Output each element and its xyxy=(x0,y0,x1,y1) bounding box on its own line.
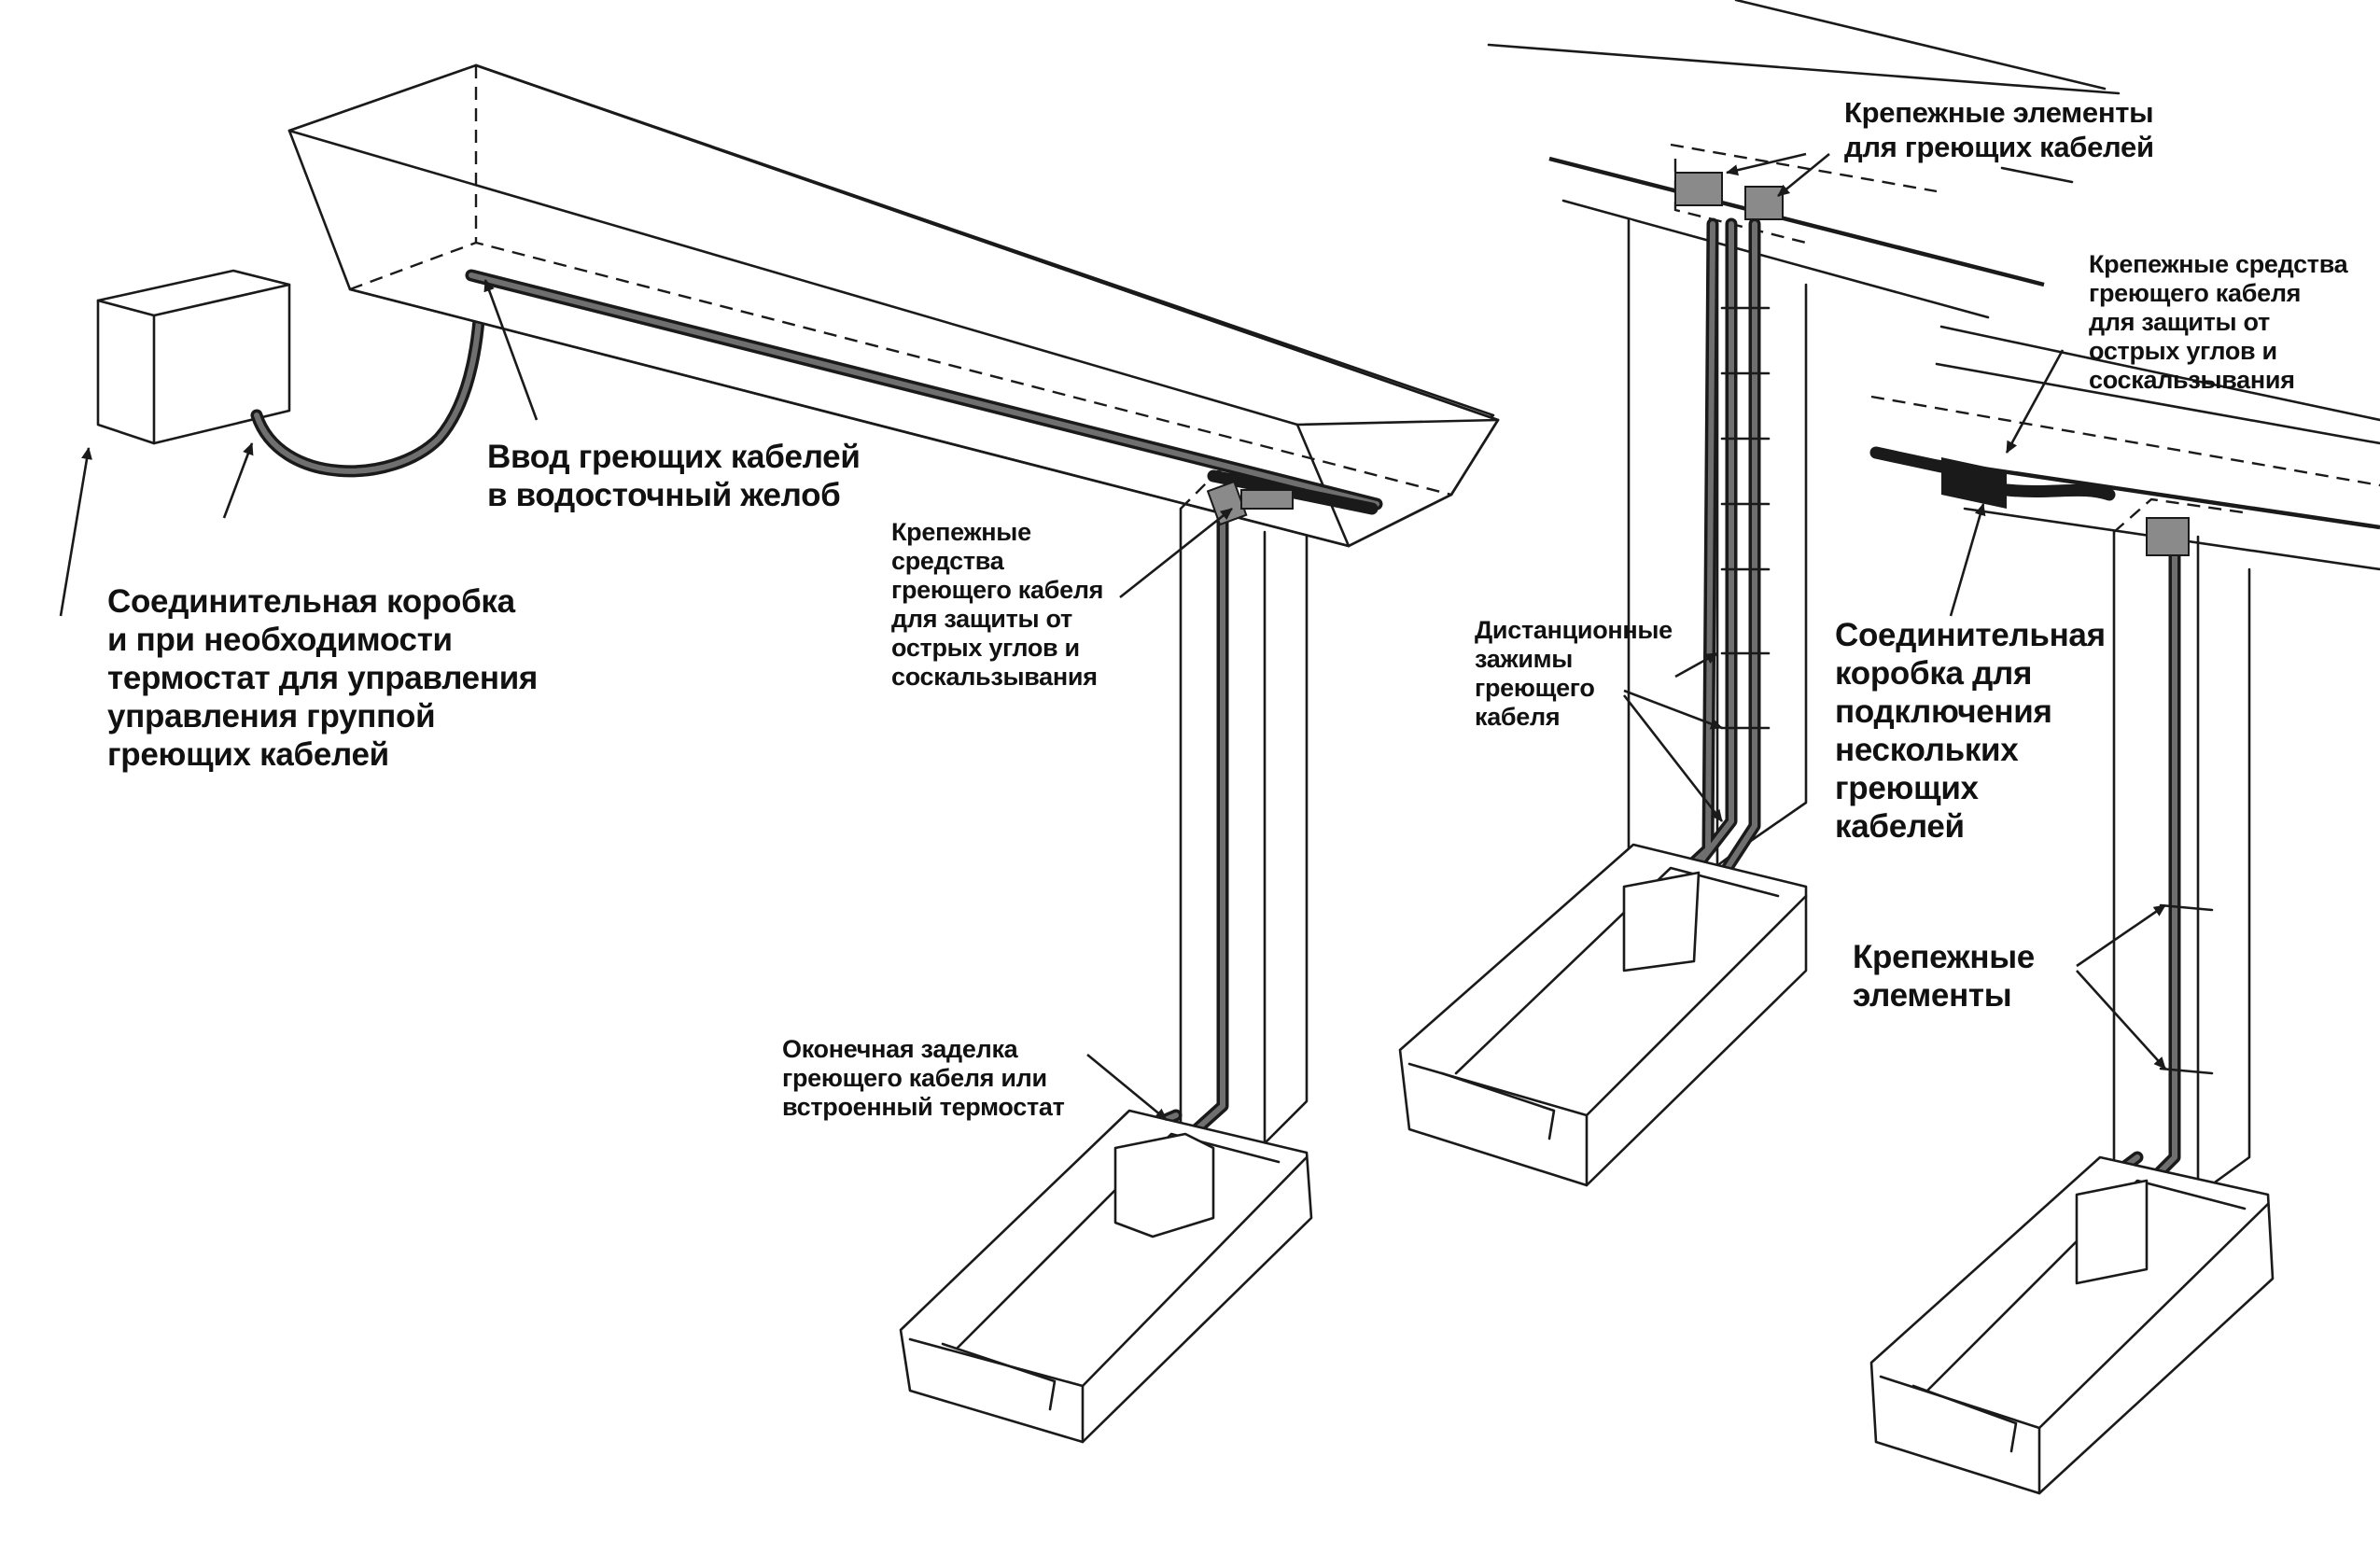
label-spacer-clamps: Дистанционные зажимы греющего кабеля xyxy=(1475,616,1673,731)
arrow-fasteners-top-2 xyxy=(1777,152,1830,198)
gutter-left xyxy=(287,63,1500,548)
arrow-end-seal xyxy=(1086,1053,1168,1122)
arrow-fasteners-left xyxy=(1119,507,1233,599)
arrow-gutter-entry xyxy=(483,279,539,421)
arrow-spacer-3 xyxy=(1622,694,1724,822)
arrow-fasteners-bottom-1 xyxy=(2076,903,2166,968)
label-fasteners-bottom: Крепежные элементы xyxy=(1853,939,2035,1014)
arrow-junction-box-2 xyxy=(222,442,254,519)
label-fasteners-protection-right: Крепежные средства греющего кабеля для з… xyxy=(2089,250,2348,394)
arrow-spacer-1 xyxy=(1674,651,1718,679)
arrow-junction-box-multi xyxy=(1949,503,1986,617)
drain-tray-middle xyxy=(1398,843,1808,1187)
arrow-junction-box-1 xyxy=(59,447,92,617)
roof-edge-middle xyxy=(1487,0,2121,319)
supply-cable-left xyxy=(250,269,487,478)
junction-box-left xyxy=(96,269,291,445)
label-fasteners-top: Крепежные элементы для греющих кабелей xyxy=(1844,96,2154,163)
label-fasteners-protection-left: Крепежные средства греющего кабеля для з… xyxy=(891,518,1104,691)
label-junction-box-multi: Соединительная коробка для подключения н… xyxy=(1835,617,2106,845)
drain-tray-left xyxy=(899,1109,1313,1444)
arrow-fasteners-top-1 xyxy=(1726,152,1807,176)
label-junction-box-thermostat: Соединительная коробка и при необходимос… xyxy=(107,583,539,773)
arrow-fasteners-bottom-2 xyxy=(2076,970,2166,1070)
label-gutter-entry: Ввод греющих кабелей в водосточный желоб xyxy=(487,439,861,513)
arrow-fasteners-right xyxy=(2005,349,2065,454)
drain-tray-right xyxy=(1869,1155,2275,1495)
junction-box-right xyxy=(1869,446,2116,509)
arrow-spacer-2 xyxy=(1623,689,1723,730)
label-end-seal: Оконечная заделка греющего кабеля или вс… xyxy=(782,1035,1065,1121)
